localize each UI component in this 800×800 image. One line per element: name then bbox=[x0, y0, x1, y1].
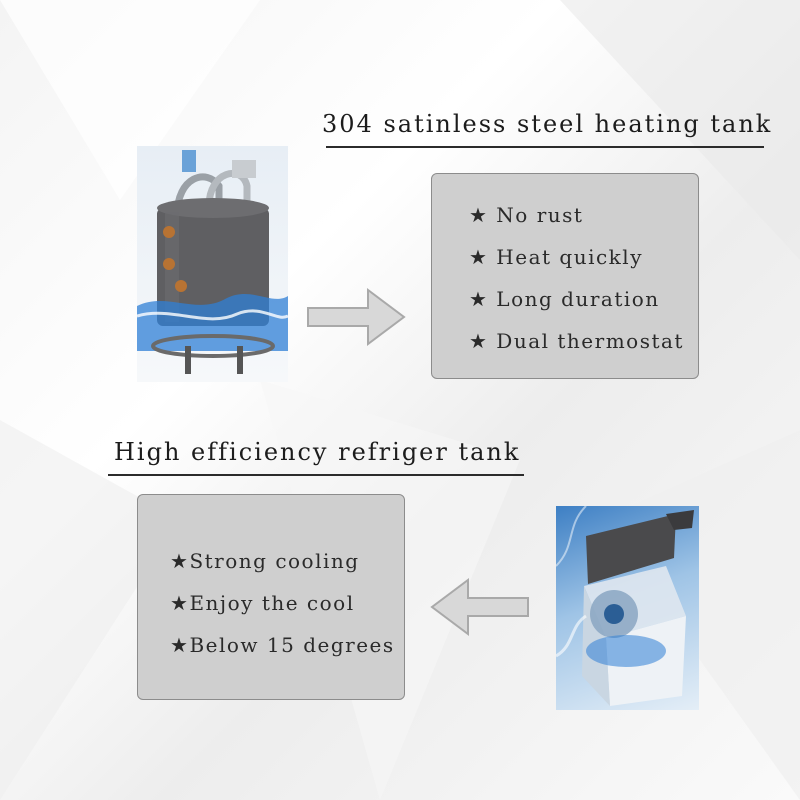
heating-tank-image bbox=[137, 146, 288, 382]
heating-feature-item: ★ Heat quickly bbox=[469, 245, 643, 269]
star-icon: ★ bbox=[170, 591, 190, 615]
cooling-feature-item: ★Strong cooling bbox=[170, 549, 360, 573]
star-icon: ★ bbox=[469, 203, 489, 227]
cooling-tank-image bbox=[556, 506, 699, 710]
cooling-feature-item: ★Below 15 degrees bbox=[170, 633, 395, 657]
cooling-features-box: ★Strong cooling ★Enjoy the cool ★Below 1… bbox=[137, 494, 405, 700]
cooling-title-underline bbox=[108, 474, 524, 476]
heating-feature-item: ★ Long duration bbox=[469, 287, 660, 311]
cooling-feature-item: ★Enjoy the cool bbox=[170, 591, 355, 615]
star-icon: ★ bbox=[469, 329, 489, 353]
star-icon: ★ bbox=[170, 549, 190, 573]
heating-title-underline bbox=[326, 146, 764, 148]
right-arrow-icon bbox=[307, 288, 406, 346]
cooling-title: High efficiency refriger tank bbox=[114, 438, 521, 466]
heating-title: 304 satinless steel heating tank bbox=[322, 110, 773, 138]
star-icon: ★ bbox=[469, 287, 489, 311]
heating-features-box: ★ No rust ★ Heat quickly ★ Long duration… bbox=[431, 173, 699, 379]
heating-feature-item: ★ Dual thermostat bbox=[469, 329, 684, 353]
heating-feature-item: ★ No rust bbox=[469, 203, 584, 227]
left-arrow-icon bbox=[430, 578, 529, 636]
star-icon: ★ bbox=[170, 633, 190, 657]
star-icon: ★ bbox=[469, 245, 489, 269]
